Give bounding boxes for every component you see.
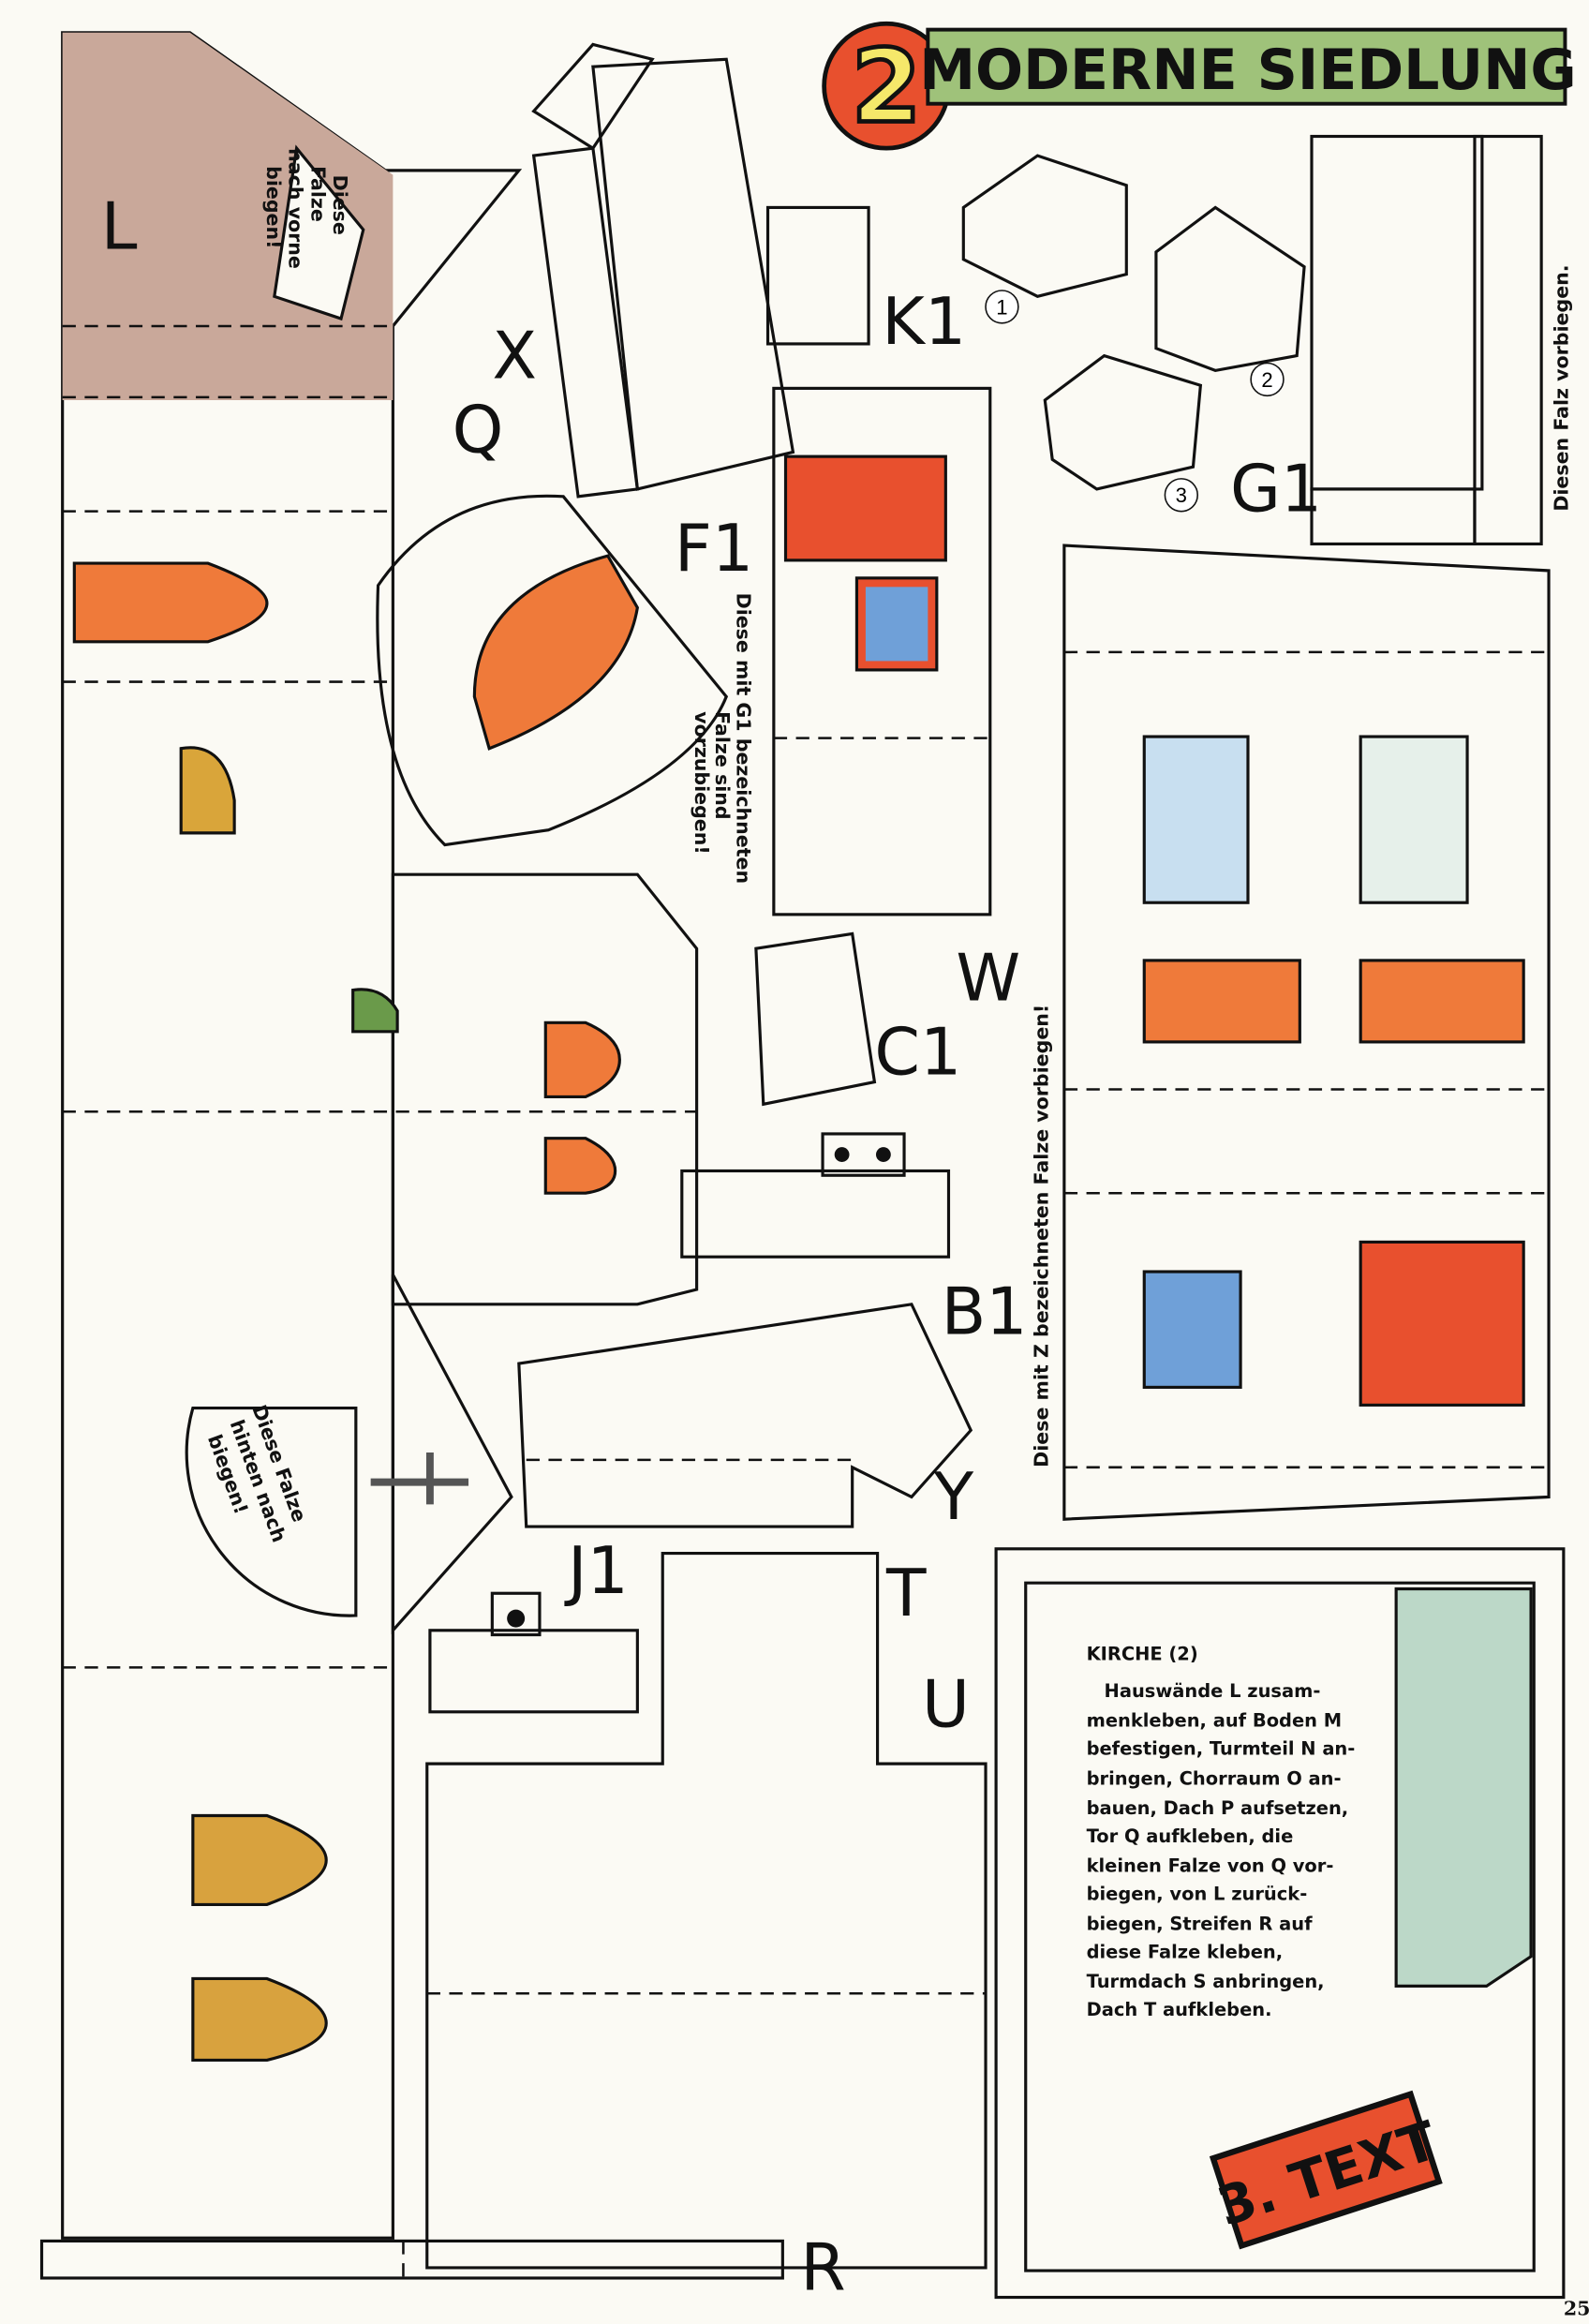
- instruction-line: kleinen Falze von Q vor-: [1087, 1855, 1334, 1877]
- label-U: U: [922, 1667, 970, 1743]
- title-banner: [926, 27, 1567, 106]
- instruction-line: Dach T aufkleben.: [1087, 1999, 1272, 2020]
- part-X-roof: X: [492, 42, 795, 499]
- part-K1: K1: [765, 205, 966, 360]
- model-number-1: 1: [996, 295, 1007, 319]
- instruction-line: befestigen, Turmteil N an-: [1087, 1738, 1356, 1760]
- part-R-strip: R: [39, 2230, 846, 2306]
- model-number-3: 3: [1176, 484, 1187, 507]
- model-number-2: 2: [1261, 368, 1272, 392]
- header: 2 MODERNE SIEDLUNG: [822, 21, 1577, 151]
- instruction-line: Hauswände L zusam-: [1105, 1680, 1321, 1702]
- part-W-house-walls: W Diese mit Z bezeichneten Falze vorbieg…: [956, 544, 1551, 1521]
- caption-z-fold: Diese mit Z bezeichneten Falze vorbiegen…: [1030, 1005, 1052, 1467]
- label-G1: G1: [1230, 452, 1322, 528]
- instruction-line: Turmdach S anbringen,: [1087, 1971, 1325, 1992]
- part-L-church-walls: Diese Falze nach vorne biegen! Diese Fal…: [61, 31, 699, 2240]
- caption-g1-fold-2: Falze sind: [711, 711, 734, 819]
- model-sketches: 1 2 3: [961, 154, 1306, 513]
- label-L: L: [101, 189, 138, 265]
- instruction-line: diese Falze kleben,: [1087, 1941, 1284, 1962]
- part-J1: J1: [428, 1533, 639, 1714]
- caption-fold-forward-1: Diese: [329, 175, 351, 235]
- page-number: 25: [1564, 2298, 1589, 2320]
- label-W: W: [956, 941, 1020, 1017]
- caption-fold-forward-3: nach vorne: [285, 148, 307, 269]
- instructions-body: Hauswände L zusam- menkleben, auf Boden …: [1087, 1680, 1356, 2020]
- part-Y-roof: Y: [517, 1303, 974, 1535]
- part-C1: C1: [754, 931, 961, 1107]
- part-G1: G1 Diesen Falz vorbiegen.: [1230, 134, 1573, 546]
- header-number: 2: [852, 29, 922, 146]
- label-K1: K1: [882, 284, 966, 360]
- label-Q: Q: [453, 392, 504, 468]
- instructions-heading: KIRCHE (2): [1087, 1643, 1198, 1664]
- caption-g1-fold-3: vorzubiegen!: [691, 711, 713, 855]
- part-Q-gate: Q: [376, 392, 729, 847]
- instruction-line: menkleben, auf Boden M: [1087, 1710, 1343, 1732]
- part-T-roof: T U: [425, 1551, 988, 2270]
- part-B1: B1: [680, 1132, 1028, 1349]
- text-badge: 3. TEXT: [1209, 2090, 1445, 2250]
- caption-fold-forward-2: Falze: [306, 166, 329, 222]
- caption-fold-forward-4: biegen!: [262, 166, 285, 248]
- instruction-line: bringen, Chorraum O an-: [1087, 1767, 1342, 1789]
- label-R: R: [800, 2230, 845, 2306]
- instruction-line: bauen, Dach P aufsetzen,: [1087, 1797, 1349, 1819]
- instruction-line: biegen, Streifen R auf: [1087, 1913, 1314, 1934]
- page-title: MODERNE SIEDLUNG: [919, 37, 1576, 103]
- caption-g1-single: Diesen Falz vorbiegen.: [1551, 264, 1573, 511]
- caption-g1-fold-1: Diese mit G1 bezeichneten: [732, 593, 754, 884]
- label-J1: J1: [564, 1533, 629, 1609]
- label-X: X: [492, 318, 537, 394]
- label-T: T: [885, 1556, 927, 1631]
- instruction-line: Tor Q aufkleben, die: [1087, 1825, 1294, 1847]
- part-F1: F1 Diese mit G1 bezeichneten Falze sind …: [675, 386, 992, 916]
- instruction-line: biegen, von L zurück-: [1087, 1884, 1308, 1905]
- label-C1: C1: [874, 1015, 961, 1091]
- part-U-base: KIRCHE (2) Hauswände L zusam- menkleben,…: [994, 1547, 1566, 2300]
- label-B1: B1: [942, 1274, 1028, 1349]
- label-F1: F1: [675, 511, 753, 587]
- label-Y: Y: [933, 1459, 974, 1535]
